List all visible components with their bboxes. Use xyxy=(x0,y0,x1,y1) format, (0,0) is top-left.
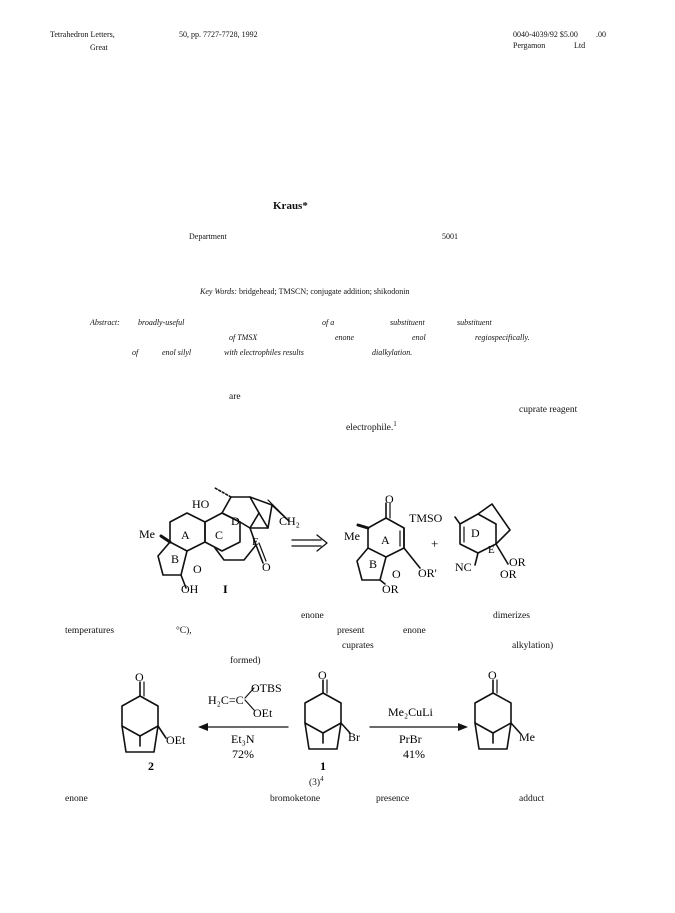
compound-label: I xyxy=(223,582,228,596)
body-text: present xyxy=(337,626,365,636)
ethoxy-label: OEt xyxy=(166,733,186,747)
compound-I-structure xyxy=(157,487,290,589)
hydroxyl-label: OH xyxy=(181,582,199,596)
or-label: OR xyxy=(382,582,399,596)
ring-e-label: E xyxy=(488,544,495,556)
base-label: Et₃N xyxy=(231,732,255,746)
ring-a-label: A xyxy=(181,528,190,542)
affiliation-zip: 5001 xyxy=(442,232,458,241)
hydroxyl-label: HO xyxy=(192,497,210,511)
cuprate-label: Me₂CuLi xyxy=(388,705,434,719)
affiliation-department: Department xyxy=(189,232,227,241)
body-text: °C), xyxy=(176,626,192,636)
compound-2-structure xyxy=(121,681,167,753)
or-label: OR xyxy=(509,555,526,569)
oxygen-label: O xyxy=(488,668,497,682)
body-text: enone xyxy=(301,611,324,621)
body-text: are xyxy=(229,392,241,402)
methyl-label: Me xyxy=(344,529,360,543)
ring-d-label: D xyxy=(231,514,240,528)
volume-pages: 50, pp. 7727-7728, 1992 xyxy=(179,30,258,39)
reaction-arrow-right xyxy=(369,723,468,731)
publisher: Pergamon xyxy=(513,41,546,50)
plus-sign: + xyxy=(431,536,438,551)
abstract-text: substituent xyxy=(457,318,492,327)
body-text: electrophile.1 xyxy=(346,420,397,434)
publisher-suffix: Ltd xyxy=(574,41,586,50)
ring-c-label: C xyxy=(215,528,223,542)
body-text: cuprates xyxy=(342,641,374,651)
abstract-text: substituent xyxy=(390,318,425,327)
tmso-label: TMSO xyxy=(409,511,443,525)
electrophile-label: PrBr xyxy=(399,732,422,746)
methyl-label: Me xyxy=(519,730,535,744)
body-text: formed) xyxy=(230,656,261,666)
ring-e-label: E xyxy=(252,536,259,548)
body-text: enone xyxy=(65,794,88,804)
oxygen-label: O xyxy=(318,668,327,682)
yield-label: 41% xyxy=(403,747,425,761)
ethoxy-label: OEt xyxy=(253,706,273,720)
citation-1: 1 xyxy=(393,420,397,428)
fragment-de-structure xyxy=(454,503,511,566)
body-text: enone xyxy=(403,626,426,636)
price-code: 0040-4039/92 $5.00 xyxy=(513,30,578,39)
abstract-text: dialkylation. xyxy=(372,348,413,357)
methyl-label: Me xyxy=(139,527,155,541)
keywords-label: Key Words: xyxy=(200,287,237,296)
bromine-label: Br xyxy=(348,730,360,744)
fragment-ab-structure xyxy=(356,502,421,585)
compound-1-structure xyxy=(304,679,351,750)
body-text: dimerizes xyxy=(493,611,530,621)
oxygen-label: O xyxy=(193,562,202,576)
abstract-text: enone xyxy=(335,333,355,342)
abstract-text: with electrophiles results xyxy=(224,348,304,357)
oxygen-label: O xyxy=(262,560,271,574)
body-text: alkylation) xyxy=(512,641,554,651)
abstract-text: of a xyxy=(322,318,335,327)
or-label: OR xyxy=(500,567,517,581)
printed-country: Great xyxy=(90,43,108,52)
body-text: bromoketone xyxy=(270,794,321,804)
abstract-text: of xyxy=(132,348,139,357)
body-text: cuprate reagent xyxy=(519,405,578,415)
keywords: Key Words: bridgehead; TMSCN; conjugate … xyxy=(200,288,409,296)
ketene-acetal-label: H₂C=C xyxy=(208,693,244,707)
compound-1-label: 1 xyxy=(320,759,326,773)
price-code-suffix: .00 xyxy=(596,30,606,39)
methylene-label: CH₂ xyxy=(279,514,300,528)
abstract-text: broadly-useful xyxy=(138,318,185,327)
ring-a-label: A xyxy=(381,533,390,547)
ring-d-label: D xyxy=(471,526,480,540)
body-text: temperatures xyxy=(65,626,115,636)
abstract-text: enol silyl xyxy=(162,348,192,357)
oxygen-label: O xyxy=(385,492,394,506)
yield-label: 72% xyxy=(232,747,254,761)
retrosynthesis-arrow xyxy=(291,534,328,552)
equation-number: (3)4 xyxy=(309,775,324,789)
abstract-text: regiospecifically. xyxy=(475,333,530,342)
journal-name: Tetrahedron Letters, xyxy=(50,30,115,39)
body-text: adduct xyxy=(519,794,545,804)
keywords-text: bridgehead; TMSCN; conjugate addition; s… xyxy=(238,287,410,296)
otbs-label: OTBS xyxy=(251,681,282,695)
body-text: presence xyxy=(376,794,410,804)
methyl-product-structure xyxy=(474,679,521,750)
citation-4: 4 xyxy=(320,775,324,783)
ring-b-label: B xyxy=(369,557,377,571)
oxygen-label: O xyxy=(392,567,401,581)
abstract-text: enol xyxy=(412,333,426,342)
abstract-label: Abstract: xyxy=(90,318,120,327)
reaction-arrow-left xyxy=(198,723,289,731)
abstract-text: of TMSX xyxy=(229,333,258,342)
ring-b-label: B xyxy=(171,552,179,566)
author-name: Kraus* xyxy=(273,200,308,212)
oxygen-label: O xyxy=(135,670,144,684)
nitrile-label: NC xyxy=(455,560,472,574)
or-prime-label: OR' xyxy=(418,566,437,580)
compound-2-label: 2 xyxy=(148,759,154,773)
